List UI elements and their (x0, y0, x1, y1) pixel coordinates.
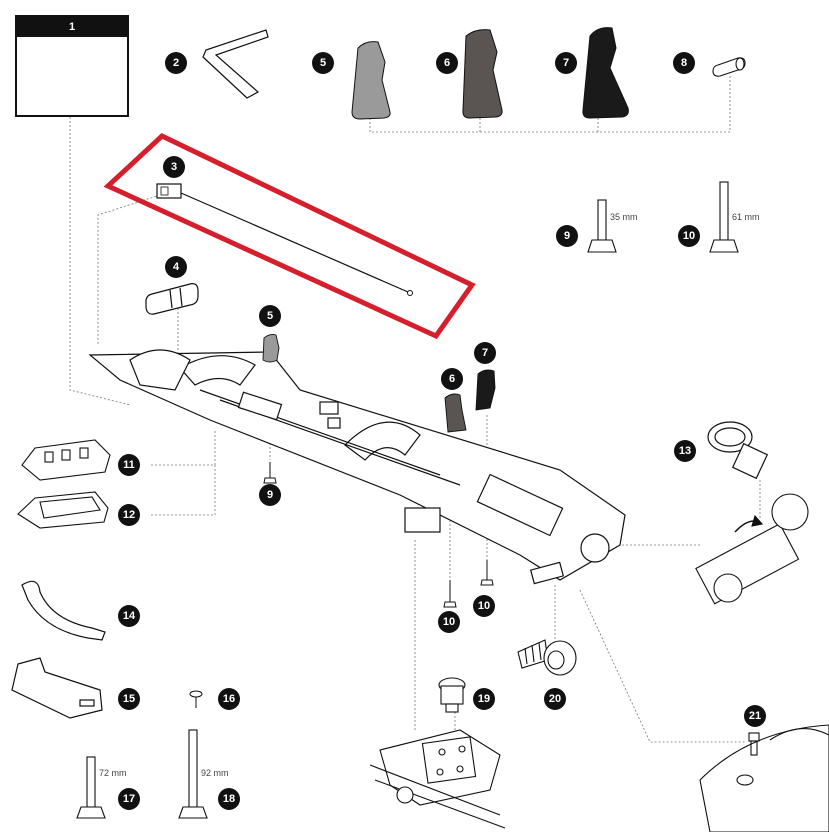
callout-17: 17 (118, 788, 140, 810)
callout-4: 4 (165, 256, 187, 278)
bolt-under-9 (263, 462, 277, 484)
screw-part-16 (189, 690, 203, 708)
callout-10-under-b: 10 (473, 595, 495, 617)
block-part-15 (11, 657, 103, 719)
ring-clamp-13 (707, 421, 769, 480)
callout-10-under-a: 10 (438, 611, 460, 633)
dimension-35: 35 mm (610, 212, 638, 222)
detail-21-assembly (699, 724, 829, 832)
hex-key-part (202, 29, 269, 99)
callout-6-mounted: 6 (441, 368, 463, 390)
callout-5-mounted: 5 (259, 305, 281, 327)
callout-13: 13 (674, 440, 696, 462)
callout-14: 14 (118, 605, 140, 627)
wedge-part-5 (351, 41, 391, 120)
callout-2: 2 (165, 52, 187, 74)
callout-8: 8 (673, 52, 695, 74)
bolt-under-10b (480, 560, 494, 586)
wedge-part-6 (462, 29, 503, 119)
dimension-72: 72 mm (99, 768, 127, 778)
mount-frame-12 (17, 491, 109, 529)
callout-12: 12 (118, 504, 140, 526)
callout-16: 16 (218, 688, 240, 710)
pin-part (712, 57, 746, 77)
t-bolt-35 (587, 199, 617, 253)
callout-11: 11 (118, 454, 140, 476)
callout-7-top: 7 (555, 52, 577, 74)
clip-part-14 (21, 580, 106, 641)
callout-18: 18 (218, 788, 240, 810)
callout-21: 21 (744, 705, 766, 727)
callout-9-bolt: 9 (556, 225, 578, 247)
dimension-61: 61 mm (732, 212, 760, 222)
callout-3: 3 (163, 156, 185, 178)
callout-5-top: 5 (312, 52, 334, 74)
bolt-under-10a (443, 580, 457, 608)
callout-9-under: 9 (259, 484, 281, 506)
callout-15: 15 (118, 688, 140, 710)
t-bolt-61 (709, 181, 739, 253)
t-bolt-92 (178, 729, 208, 819)
wedge-part-7 (582, 27, 629, 119)
base-assembly (369, 729, 506, 829)
knob-part-19 (438, 677, 466, 713)
part-1-header: 1 (17, 17, 127, 37)
t-bolt-72 (76, 756, 106, 819)
highlight-box (103, 133, 476, 340)
bike-carrier-body (88, 349, 626, 585)
wedge-mounted-6 (444, 393, 467, 433)
callout-20: 20 (544, 688, 566, 710)
mount-plate-11 (21, 439, 111, 481)
strap-pad-part (145, 283, 199, 315)
detail-13-assembly (695, 493, 809, 605)
callout-19: 19 (473, 688, 495, 710)
callout-10-bolt: 10 (678, 225, 700, 247)
wedge-mounted-7 (475, 369, 496, 411)
callout-6-top: 6 (436, 52, 458, 74)
wedge-mounted-5 (262, 333, 280, 363)
dimension-92: 92 mm (201, 768, 229, 778)
callout-7-mounted: 7 (474, 342, 496, 364)
part-1-box: 1 (15, 15, 129, 117)
tension-knob-20 (517, 639, 577, 676)
cable-part (156, 183, 413, 296)
